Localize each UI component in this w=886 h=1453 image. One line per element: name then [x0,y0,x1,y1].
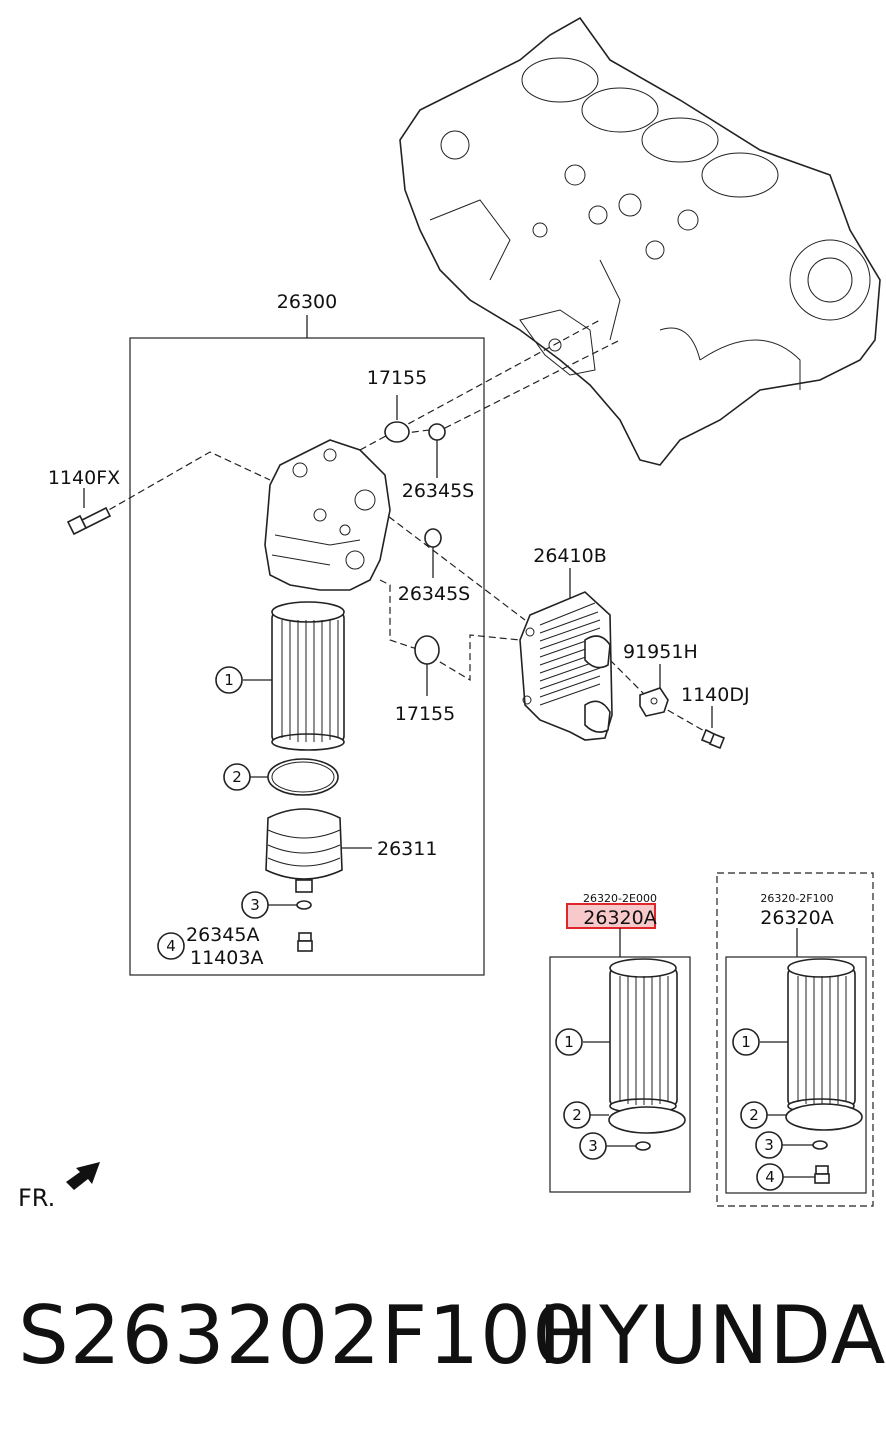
seal-mid-label: 26345S [398,583,471,605]
filter-housing [264,439,391,591]
callout-main-4: 4 [157,932,185,960]
bolt-left [66,506,112,536]
plug-a-label: 26345A [186,924,259,946]
kit2-oring [785,1103,863,1131]
seal-mid [424,528,442,548]
kit2-dashed-box [716,872,874,1207]
seal-top [428,423,446,441]
engine-block [399,16,881,466]
callout-main-1: 1 [215,666,243,694]
filter-element [271,601,345,751]
kit1-oring [608,1106,686,1134]
kit2-drain-plug [814,1165,830,1184]
kit1-code: 26320-2E000 [583,892,657,905]
kit1-label-highlight [566,903,656,929]
oring-top-label: 17155 [367,367,427,389]
kit2-code: 26320-2F100 [760,892,833,905]
svg-text:3: 3 [588,1137,598,1155]
kit1-small-ring [635,1141,651,1151]
callout-kit2-4: 4 [756,1163,784,1191]
svg-text:3: 3 [250,896,260,914]
filter-oring [267,758,339,796]
svg-text:4: 4 [765,1168,775,1186]
front-label: FR. [18,1184,55,1212]
svg-text:2: 2 [232,768,242,786]
cooler-label: 26410B [533,545,606,567]
kit2-filter-element [787,958,856,1114]
kit2-label: 26320A [760,907,833,929]
oring-bottom-label: 17155 [395,703,455,725]
kit2-small-ring [812,1140,828,1150]
oil-cooler [519,591,613,741]
kit1-label: 26320A [583,907,656,929]
part-number: S263202F100 [18,1289,584,1382]
bracket [639,687,669,717]
small-ring [296,900,312,910]
bolt-right-label: 1140DJ [681,684,750,706]
bolt-right [700,728,726,750]
svg-text:2: 2 [749,1106,759,1124]
filter-cap [265,808,343,893]
svg-text:1: 1 [741,1033,751,1051]
bolt-left-label: 1140FX [48,467,120,489]
callout-kit2-1: 1 [732,1028,760,1056]
callout-main-3: 3 [241,891,269,919]
svg-text:4: 4 [166,937,176,955]
svg-text:3: 3 [764,1136,774,1154]
callout-kit2-3: 3 [755,1131,783,1159]
svg-text:1: 1 [224,671,234,689]
callout-kit1-2: 2 [563,1101,591,1129]
seal-top-label: 26345S [402,480,475,502]
svg-text:1: 1 [564,1033,574,1051]
oring-bottom [414,635,440,665]
assembly-label: 26300 [277,291,337,313]
callout-kit2-2: 2 [740,1101,768,1129]
callout-kit1-1: 1 [555,1028,583,1056]
svg-text:2: 2 [572,1106,582,1124]
plug-b-label: 11403A [190,947,263,969]
bracket-label: 91951H [623,641,698,663]
brand-name: HYUNDAI [538,1289,886,1382]
callout-kit1-3: 3 [579,1132,607,1160]
front-arrow-icon [66,1162,100,1190]
cap-label: 26311 [377,838,437,860]
oring-top [384,421,410,443]
callout-main-2: 2 [223,763,251,791]
kit2-box [725,956,867,1194]
kit1-filter-element [609,958,678,1114]
kit1-box [549,956,691,1193]
drain-plug [297,932,313,952]
